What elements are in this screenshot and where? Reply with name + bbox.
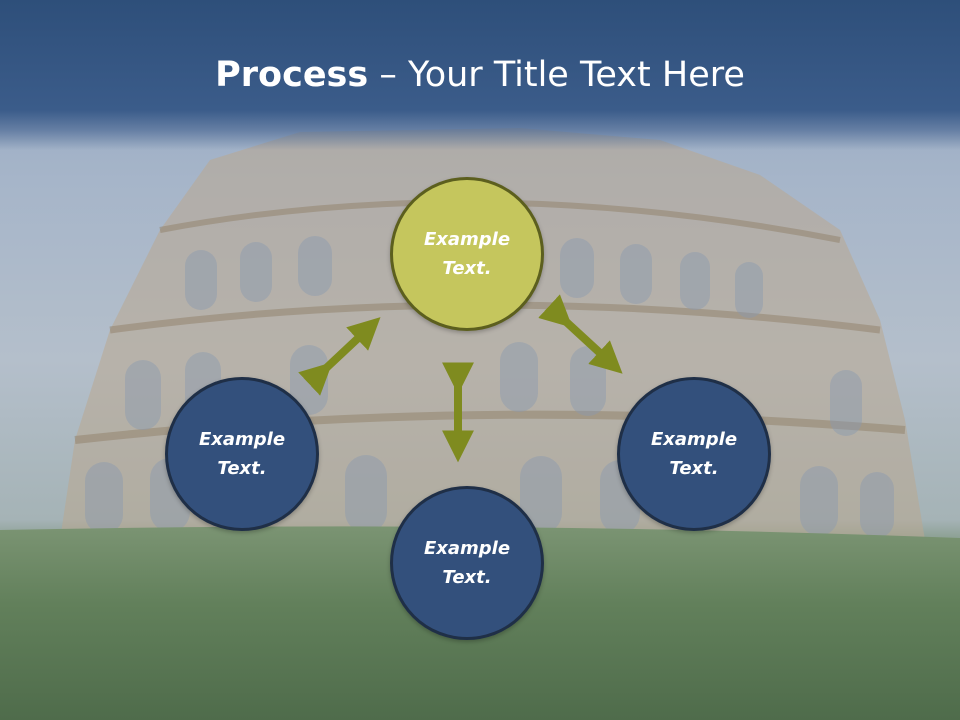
title-bold: Process: [215, 55, 369, 95]
node-top: Example Text.: [390, 177, 544, 331]
node-left-label: Example Text.: [198, 429, 286, 479]
double-arrow-top-left: [298, 317, 381, 396]
node-bottom: Example Text.: [390, 486, 544, 640]
node-bottom-label: Example Text.: [423, 538, 511, 588]
title-band: [0, 0, 960, 150]
node-right: Example Text.: [617, 377, 771, 531]
node-left: Example Text.: [165, 377, 319, 531]
title-dash: –: [368, 55, 408, 95]
node-right-label: Example Text.: [650, 429, 738, 479]
title-rest: Your Title Text Here: [407, 55, 745, 95]
slide-title: Process – Your Title Text Here: [0, 52, 960, 98]
double-arrow-top-right: [538, 294, 623, 374]
node-top-label: Example Text.: [423, 229, 511, 279]
